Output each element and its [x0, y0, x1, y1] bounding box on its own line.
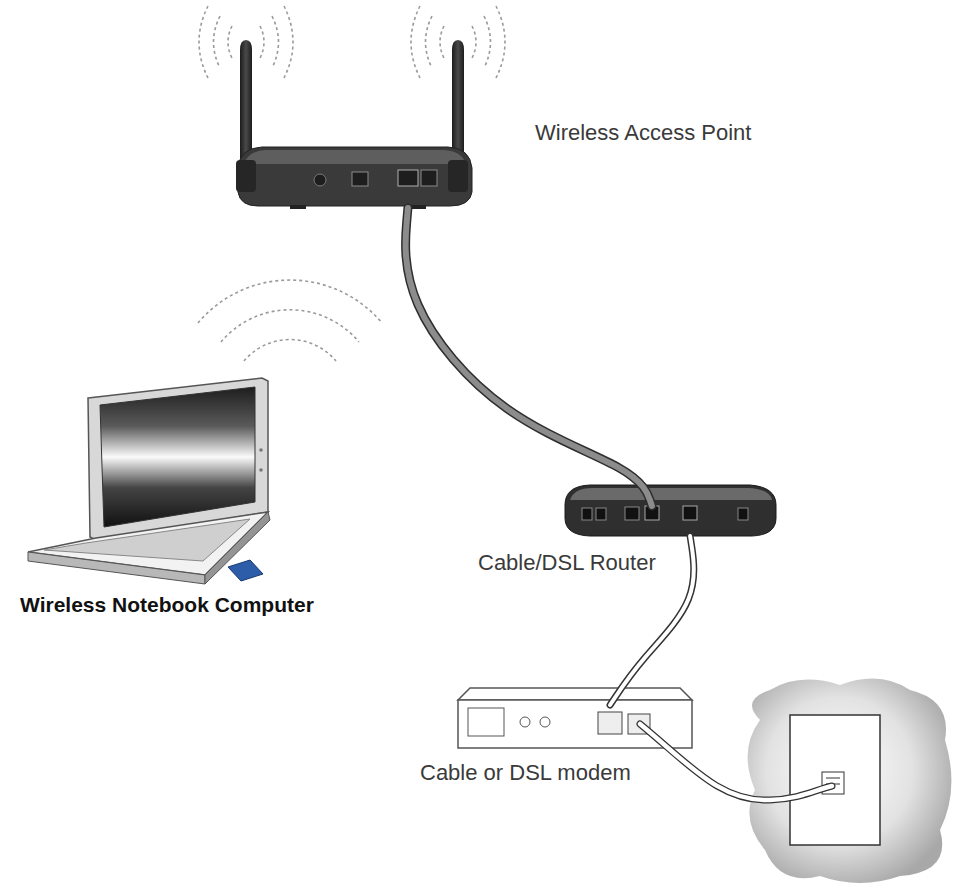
wireless-card [228, 560, 263, 581]
laptop-keyboard [44, 519, 250, 561]
modem-top [458, 688, 692, 700]
router-port [625, 507, 639, 520]
radio-wave [426, 16, 433, 68]
indicator-led [259, 448, 263, 452]
router-symbol [565, 485, 776, 536]
device-node: Wireless Access Point [232, 140, 477, 208]
radio-wave [440, 26, 444, 58]
radio-wave [221, 310, 359, 342]
radio-wave [199, 6, 208, 78]
cable-core [406, 208, 652, 506]
device-label: Cable or DSL modem [420, 760, 840, 786]
radio-wave [411, 6, 420, 78]
router-port [596, 508, 606, 520]
device-label: Wireless Access Point [535, 120, 955, 146]
indicator-led [259, 468, 263, 472]
radio-waves [198, 280, 382, 361]
router-port [645, 506, 659, 520]
radio-wave [198, 280, 382, 323]
cable-outline [406, 208, 652, 506]
device-node: Wireless Notebook Computer [22, 372, 280, 587]
router-top [570, 488, 772, 500]
radio-wave [244, 340, 336, 361]
access-point-top [244, 150, 466, 164]
radio-wave [284, 6, 293, 78]
console-port [352, 172, 368, 186]
ethernet-port [598, 712, 622, 734]
power-jack [738, 508, 748, 520]
radio-wave [228, 26, 232, 58]
radio-wave [260, 26, 264, 58]
radio-wave [272, 16, 279, 68]
radio-wave [484, 16, 491, 68]
radio-wave [214, 16, 221, 68]
laptop-screen [100, 387, 255, 527]
foot [410, 205, 426, 209]
network-cable [406, 208, 652, 506]
access-point-body [238, 147, 472, 206]
wall-jack-symbol [748, 679, 952, 883]
wall-plate [790, 715, 880, 845]
router-body [565, 485, 776, 536]
antenna-base [448, 160, 468, 192]
modem-port [468, 708, 504, 736]
device-node: Cable or DSL modem [455, 705, 695, 750]
laptop-symbol [28, 280, 382, 584]
modem-port [540, 717, 550, 727]
modem-port [520, 717, 530, 727]
lan-port [398, 170, 418, 186]
cable-core [640, 724, 832, 800]
access-point-symbol [199, 6, 505, 209]
phone-cable [640, 724, 832, 800]
antenna-base [236, 160, 256, 192]
wall-cloud [748, 679, 952, 883]
lan-port [421, 170, 437, 186]
radio-wave [496, 6, 505, 78]
laptop-front [28, 552, 205, 584]
foot [290, 205, 306, 209]
device-label: Wireless Notebook Computer [20, 592, 440, 617]
wan-port [683, 506, 697, 520]
power-port [314, 174, 326, 186]
router-port [582, 508, 592, 520]
radio-wave [472, 26, 476, 58]
laptop-side [205, 512, 270, 584]
device-node: Cable/DSL Router [565, 506, 777, 536]
device-label: Cable/DSL Router [478, 550, 898, 576]
cable-outline [640, 724, 832, 800]
